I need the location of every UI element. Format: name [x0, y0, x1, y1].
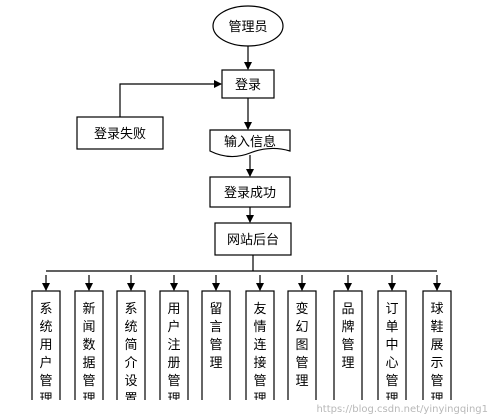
module-box — [159, 290, 189, 400]
login-success-node — [209, 176, 291, 208]
module-box — [116, 290, 146, 400]
login-node — [221, 69, 275, 99]
module-box — [377, 290, 407, 400]
login-success-label: 登录成功 — [224, 186, 276, 201]
arrow-failed-login — [119, 80, 222, 117]
module-label: 系统用户管理 — [39, 302, 52, 407]
module-label: 品牌管理 — [341, 302, 354, 371]
module-label: 用户注册管理 — [167, 302, 180, 407]
module-label: 友情连接管理 — [253, 301, 266, 407]
module-group: 系统用户管理 新闻数据管理 系统简介设置 用户注册管理 留言管理 友情连接管理 变幻图管理 品… — [31, 275, 452, 407]
module-box — [201, 290, 231, 400]
login-failed-label: 登录失败 — [94, 127, 146, 142]
login-label: 登录 — [235, 78, 261, 93]
module-label: 系统简介设置 — [124, 302, 137, 407]
input-info-node — [209, 129, 291, 158]
module-label: 球鞋展示管理 — [430, 302, 443, 407]
admin-label: 管理员 — [228, 20, 267, 35]
input-info-label: 输入信息 — [224, 134, 276, 150]
module-box — [333, 290, 363, 400]
module-label: 新闻数据管理 — [82, 301, 95, 407]
module-label: 留言管理 — [209, 302, 222, 371]
module-box — [31, 290, 61, 400]
module-box — [287, 290, 317, 400]
module-box — [422, 290, 452, 400]
backend-node — [214, 222, 292, 256]
backend-label: 网站后台 — [227, 233, 279, 248]
module-label: 订单中心管理 — [385, 302, 398, 407]
module-box — [245, 290, 275, 400]
watermark: https://blog.csdn.net/yinyingqing1 — [316, 404, 488, 415]
module-box — [74, 290, 104, 400]
module-label: 变幻图管理 — [295, 301, 308, 389]
